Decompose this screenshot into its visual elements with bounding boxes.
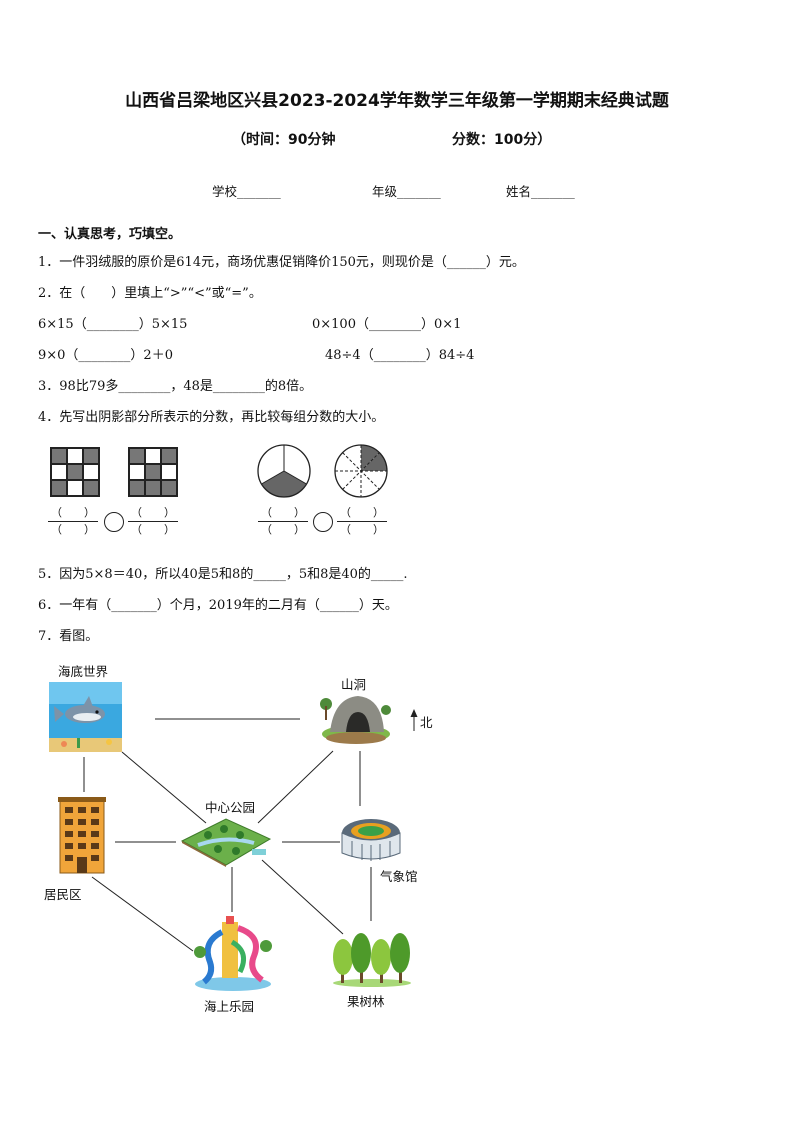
question-5: 5．因为5×8＝40，所以40是5和8的_____，5和8是40的_____. — [38, 567, 408, 582]
label-north: 北 — [420, 715, 433, 730]
orchard-icon — [333, 933, 411, 987]
fraction-blank[interactable]: （ ）（ ） — [258, 506, 308, 537]
shaded-grid-left — [50, 447, 100, 497]
label-water-park: 海上乐园 — [204, 999, 255, 1014]
shaded-grid-right — [128, 447, 178, 497]
ocean-world-icon — [49, 682, 122, 752]
label-central-park: 中心公园 — [205, 800, 256, 815]
circle-thirds — [257, 444, 311, 498]
label-ocean-world: 海底世界 — [58, 664, 109, 679]
question-1: 1．一件羽绒服的原价是614元，商场优惠促销降价150元，则现价是（______… — [38, 255, 525, 270]
weather-station-icon — [341, 819, 401, 861]
question-4: 4．先写出阴影部分所表示的分数，再比较每组分数的大小。 — [38, 410, 385, 425]
label-weather-station: 气象馆 — [380, 869, 418, 884]
question-7: 7．看图。 — [38, 629, 99, 644]
circle-eighths — [334, 444, 388, 498]
fraction-blank[interactable]: （ ）（ ） — [128, 506, 178, 537]
central-park-icon — [180, 818, 272, 867]
label-cave: 山洞 — [341, 677, 367, 692]
school-field[interactable]: 学校_______ — [212, 184, 281, 199]
fraction-blank[interactable]: （ ）（ ） — [48, 506, 98, 537]
section-heading: 一、认真思考，巧填空。 — [38, 227, 182, 242]
exam-time: （时间：90分钟 — [232, 132, 336, 148]
question-2d: 48÷4（________）84÷4 — [325, 348, 475, 363]
label-orchard: 果树林 — [347, 994, 385, 1009]
grade-field[interactable]: 年级_______ — [372, 184, 441, 199]
compare-circle[interactable] — [313, 512, 333, 532]
question-2b: 0×100（________）0×1 — [312, 317, 462, 332]
question-2a: 6×15（________）5×15 — [38, 317, 188, 332]
question-3: 3．98比79多________，48是________的8倍。 — [38, 379, 313, 394]
question-6: 6．一年有（_______）个月，2019年的二月有（______）天。 — [38, 598, 398, 613]
water-park-icon — [194, 916, 272, 991]
question-2c: 9×0（________）2＋0 — [38, 348, 173, 363]
page-title: 山西省吕梁地区兴县2023-2024学年数学三年级第一学期期末经典试题 — [125, 91, 669, 111]
label-residential: 居民区 — [44, 887, 82, 902]
compare-circle[interactable] — [104, 512, 124, 532]
fraction-blank[interactable]: （ ）（ ） — [337, 506, 387, 537]
exam-score: 分数：100分） — [452, 132, 552, 148]
name-field[interactable]: 姓名_______ — [506, 184, 575, 199]
cave-icon — [320, 696, 391, 744]
question-2: 2．在（ ）里填上“>”“<”或“=”。 — [38, 286, 262, 301]
residential-building-icon — [58, 797, 106, 874]
